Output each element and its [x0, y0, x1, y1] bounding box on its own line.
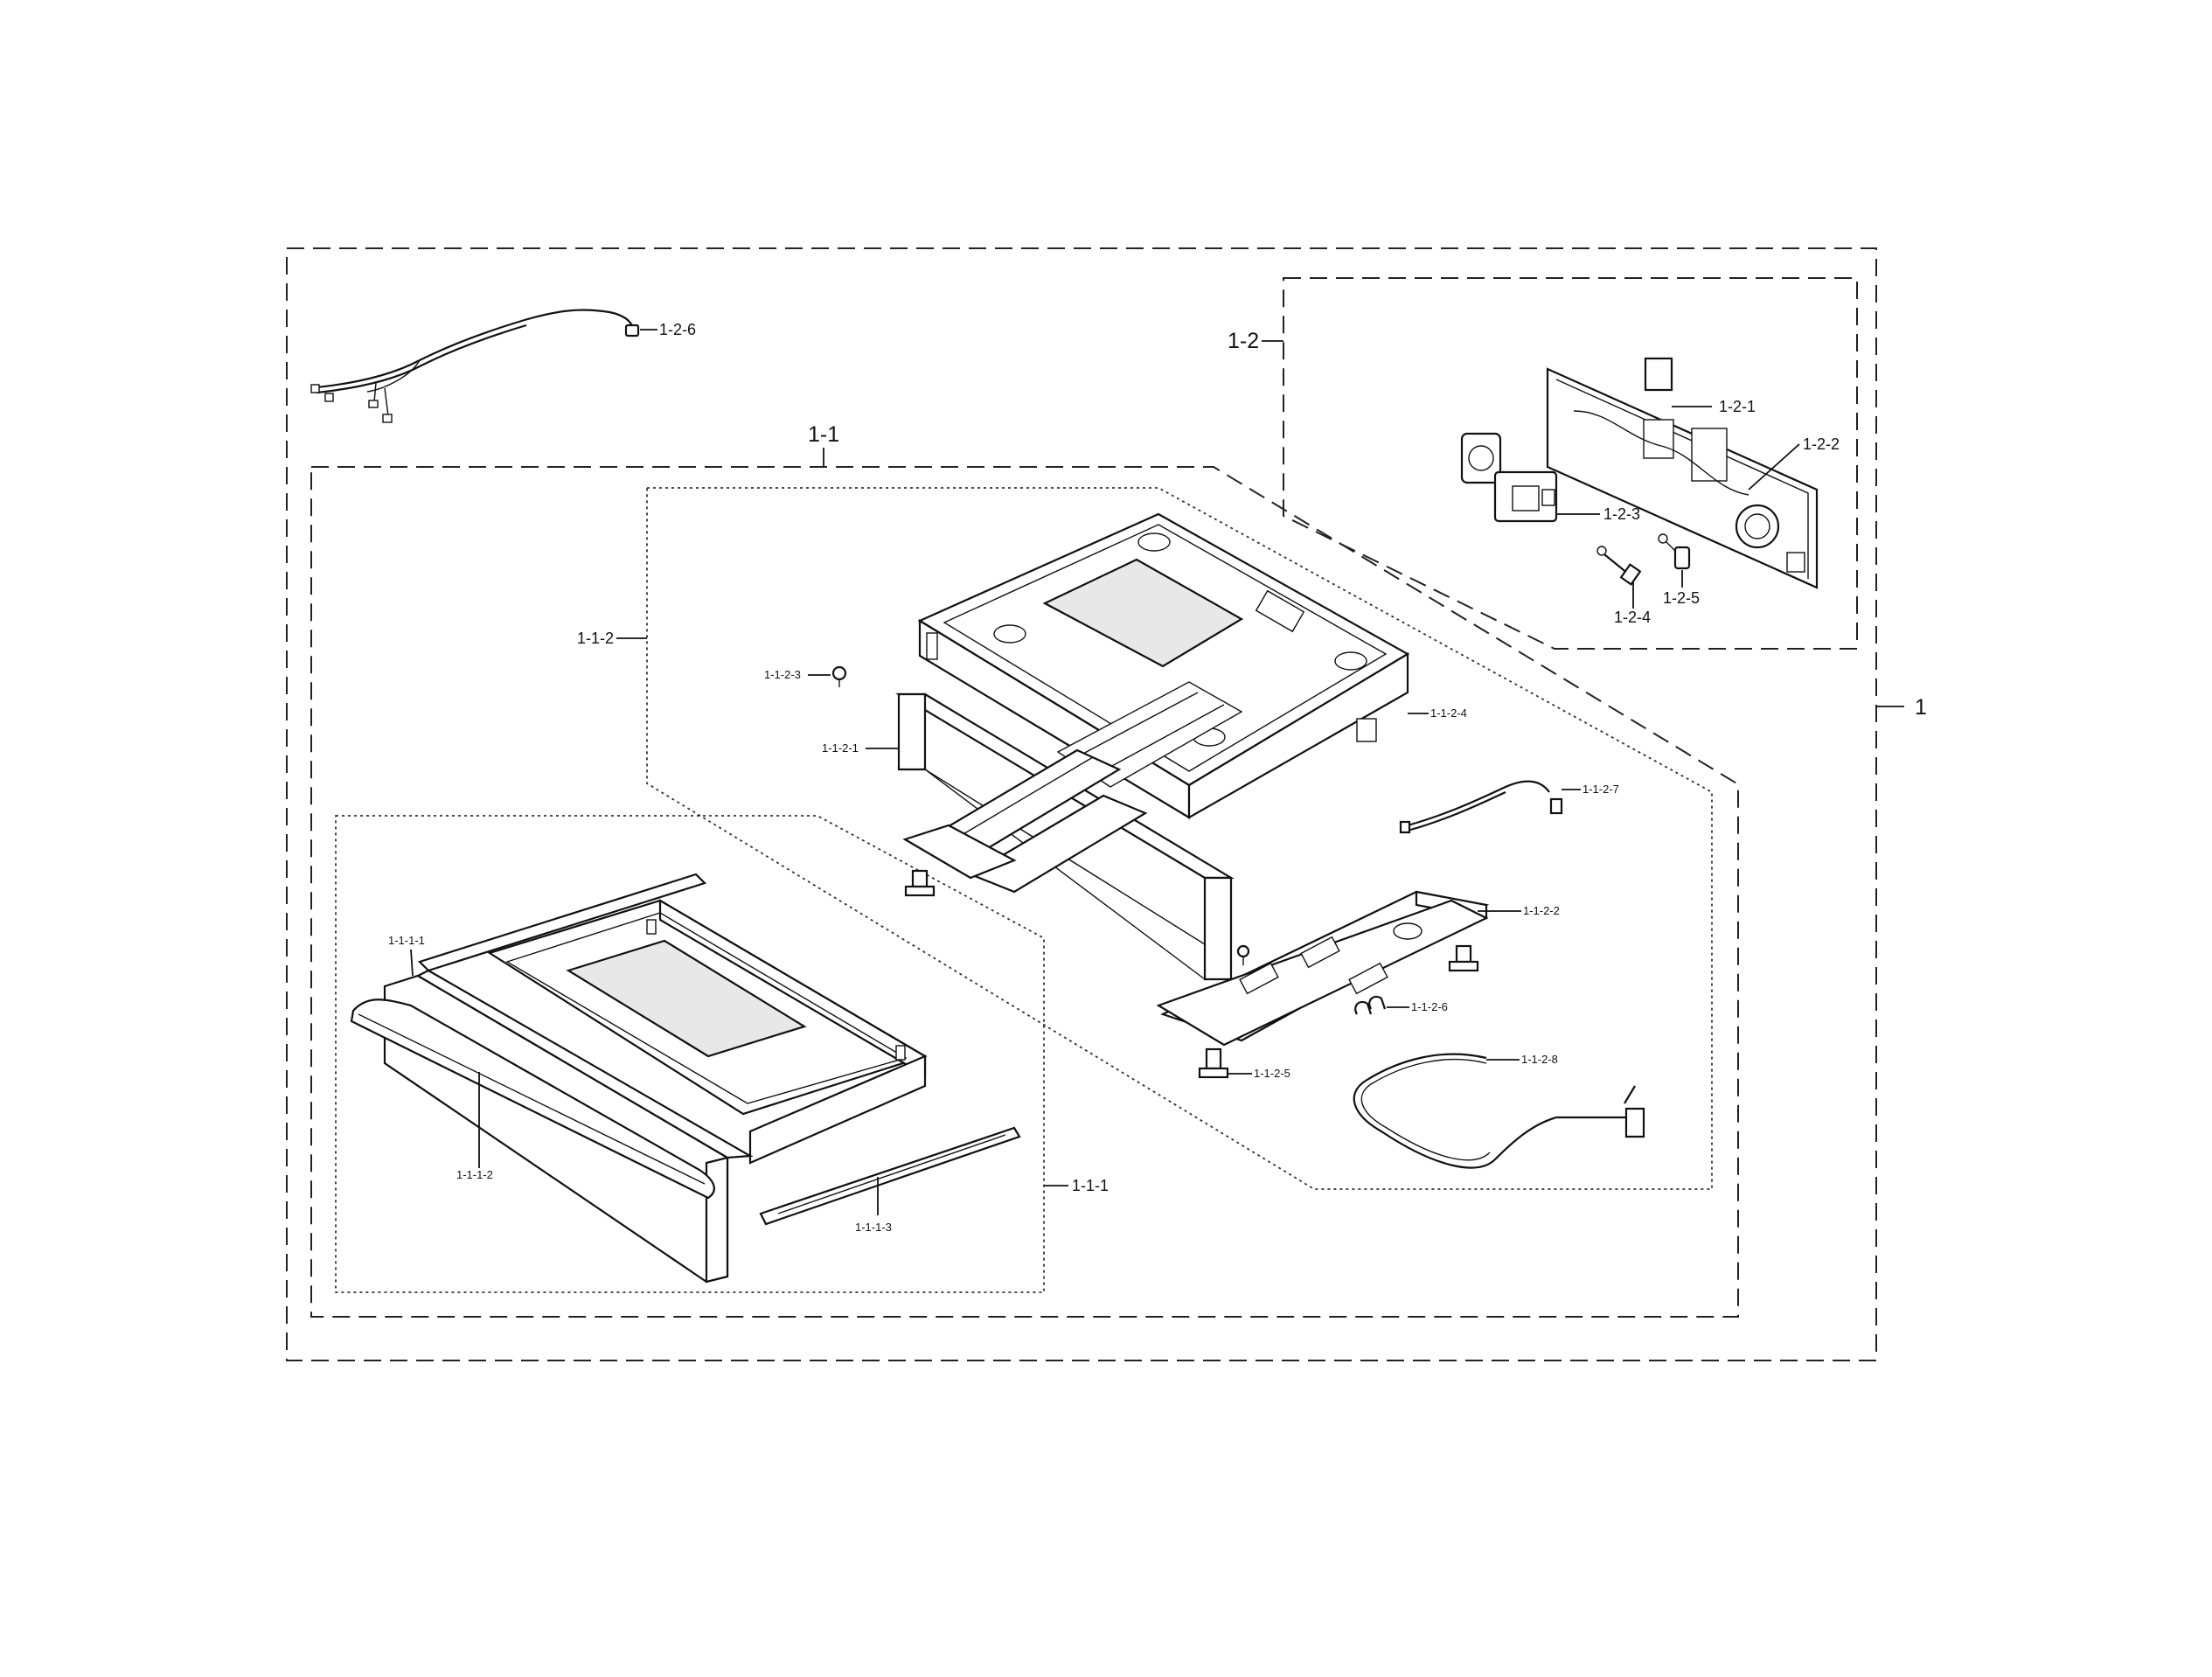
top-cover-1-1-2-4 — [917, 512, 1410, 819]
control-panel-1-2-2 — [1546, 357, 1819, 589]
label-p-1-2-2: 1-2-2 — [1748, 435, 1840, 491]
svg-text:1-1-2-7: 1-1-2-7 — [1582, 783, 1619, 796]
label-1-2: 1-2 — [1228, 329, 1259, 353]
svg-text:1-1-2-8: 1-1-2-8 — [1521, 1053, 1558, 1066]
label-p-1-2-6: 1-2-6 — [640, 321, 696, 338]
svg-text:1-1-2-2: 1-1-2-2 — [1523, 904, 1560, 917]
label-p-1-1-2-1: 1-1-2-1 — [822, 741, 899, 755]
label-p-1-2-5: 1-2-5 — [1663, 570, 1700, 607]
svg-text:1-1-2-4: 1-1-2-4 — [1430, 706, 1467, 720]
label-assy-1-1-1: 1-1-1 — [1044, 1177, 1109, 1194]
label-1: 1 — [1915, 695, 1927, 720]
svg-text:1-1-1-3: 1-1-1-3 — [855, 1221, 892, 1234]
assembly-1-boundary — [286, 247, 1877, 1361]
drawer-assembly-1-1-1 — [417, 873, 928, 1165]
label-1-1-2: 1-1-2 — [577, 630, 614, 647]
screw-frame — [1236, 944, 1250, 965]
label-p-1-1-1-1: 1-1-1-1 — [388, 934, 425, 977]
label-p-1-1-2-4: 1-1-2-4 — [1408, 706, 1467, 720]
svg-text:1-2-3: 1-2-3 — [1603, 505, 1640, 523]
svg-text:1-1-1-1: 1-1-1-1 — [388, 934, 425, 947]
svg-text:1-2-2: 1-2-2 — [1803, 435, 1840, 453]
svg-text:1-1-2-5: 1-1-2-5 — [1254, 1067, 1290, 1080]
leveling-leg-3 — [1198, 1047, 1229, 1079]
svg-text:1-2-4: 1-2-4 — [1614, 609, 1651, 626]
leveling-leg-1 — [904, 869, 936, 897]
label-p-1-1-2-5: 1-1-2-5 — [1228, 1067, 1290, 1080]
assembly-1-1-boundary — [310, 466, 1739, 1318]
leveling-leg-2 — [1448, 944, 1479, 972]
label-1-1: 1-1 — [808, 422, 839, 447]
label-p-1-2-1: 1-2-1 — [1672, 398, 1756, 415]
label-p-1-1-2-3: 1-1-2-3 — [764, 668, 831, 681]
clips-1-1-2-6 — [1354, 995, 1387, 1015]
svg-text:1-1-1-2: 1-1-1-2 — [456, 1168, 493, 1181]
sensor-1-2-4 — [1596, 546, 1642, 586]
label-assy-1-1-2: 1-1-2 — [577, 630, 647, 647]
wire-1-1-2-7 — [1399, 780, 1563, 834]
label-p-1-1-2-2: 1-1-2-2 — [1478, 904, 1560, 917]
label-assy-1-1: 1-1 — [808, 422, 839, 467]
svg-text:1-2-5: 1-2-5 — [1663, 589, 1700, 607]
sensor-1-2-5 — [1658, 533, 1691, 570]
label-p-1-2-3: 1-2-3 — [1556, 505, 1640, 523]
svg-text:1-1-2-1: 1-1-2-1 — [822, 741, 859, 755]
drawer-slide-1-1-1-3 — [759, 1126, 1021, 1226]
label-p-1-1-2-8: 1-1-2-8 — [1486, 1053, 1558, 1066]
drawer-handle-1-1-1-2 — [350, 999, 715, 1200]
screw-1-1-2-3 — [831, 665, 847, 687]
label-p-1-1-2-6: 1-1-2-6 — [1387, 1000, 1448, 1013]
label-assy-1: 1 — [1876, 695, 1927, 720]
label-p-1-1-2-7: 1-1-2-7 — [1562, 783, 1619, 796]
label-p-1-2-4: 1-2-4 — [1614, 581, 1651, 626]
svg-text:1-1-2-3: 1-1-2-3 — [764, 668, 801, 681]
label-p-1-1-1-3: 1-1-1-3 — [855, 1177, 892, 1234]
heater-1-1-2-8 — [1353, 1053, 1645, 1169]
label-p-1-1-1-2: 1-1-1-2 — [456, 1072, 493, 1181]
label-1-1-1: 1-1-1 — [1072, 1177, 1109, 1194]
drawer-rails — [942, 748, 1148, 894]
svg-text:1-2-6: 1-2-6 — [659, 321, 696, 338]
bracket-1-2-1 — [1644, 357, 1673, 392]
valve-1-2-3 — [1460, 432, 1558, 523]
assembly-1-1-2-boundary — [646, 487, 1713, 1190]
base-plate-1-1-2-2 — [902, 824, 1490, 1047]
svg-text:1-1-2-6: 1-1-2-6 — [1411, 1000, 1448, 1013]
label-assy-1-2: 1-2 — [1228, 329, 1283, 353]
wire-harness-1-2-6 — [310, 309, 640, 423]
assembly-1-1-1-boundary — [335, 815, 1045, 1293]
assembly-1-2-boundary — [1283, 277, 1858, 650]
svg-text:1-2-1: 1-2-1 — [1719, 398, 1756, 415]
